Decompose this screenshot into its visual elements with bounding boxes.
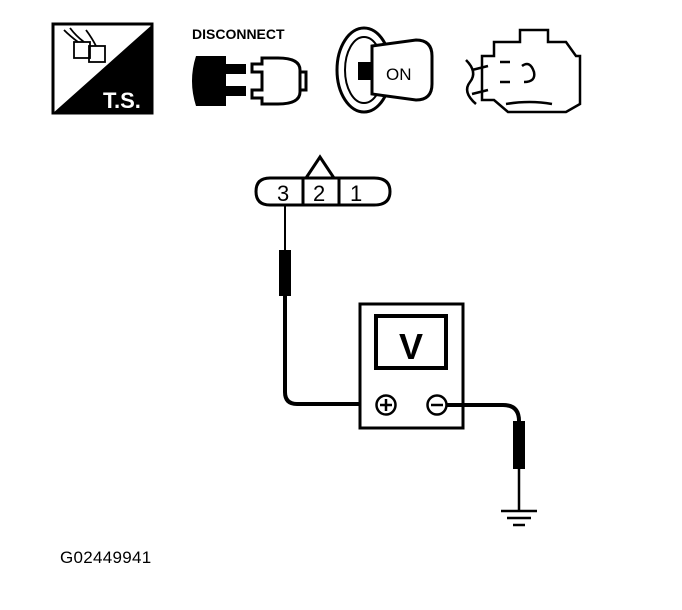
connector-3-pin: 3 2 1 xyxy=(254,154,392,207)
disconnect-connector-icon: DISCONNECT xyxy=(192,26,308,106)
voltmeter-display: V xyxy=(399,326,423,367)
ground-icon xyxy=(501,509,537,527)
positive-probe-lead xyxy=(279,205,376,406)
disconnect-icon-label: DISCONNECT xyxy=(192,26,285,42)
ignition-key-icon: ON xyxy=(335,26,434,114)
ignition-on-label: ON xyxy=(386,65,412,84)
positive-terminal-icon xyxy=(375,394,397,416)
negative-probe-lead xyxy=(447,403,525,510)
ts-icon-label: T.S. xyxy=(103,88,141,113)
connector-pin-3: 3 xyxy=(277,181,289,206)
figure-id: G02449941 xyxy=(60,548,152,567)
harness-connector-icon xyxy=(63,27,106,63)
ts-icon: T.S. xyxy=(51,22,154,115)
engine-icon xyxy=(465,28,582,114)
voltmeter: V xyxy=(358,302,465,430)
connector-pin-2: 2 xyxy=(313,181,325,206)
connector-pin-1: 1 xyxy=(350,181,362,206)
negative-terminal-icon xyxy=(426,394,448,416)
